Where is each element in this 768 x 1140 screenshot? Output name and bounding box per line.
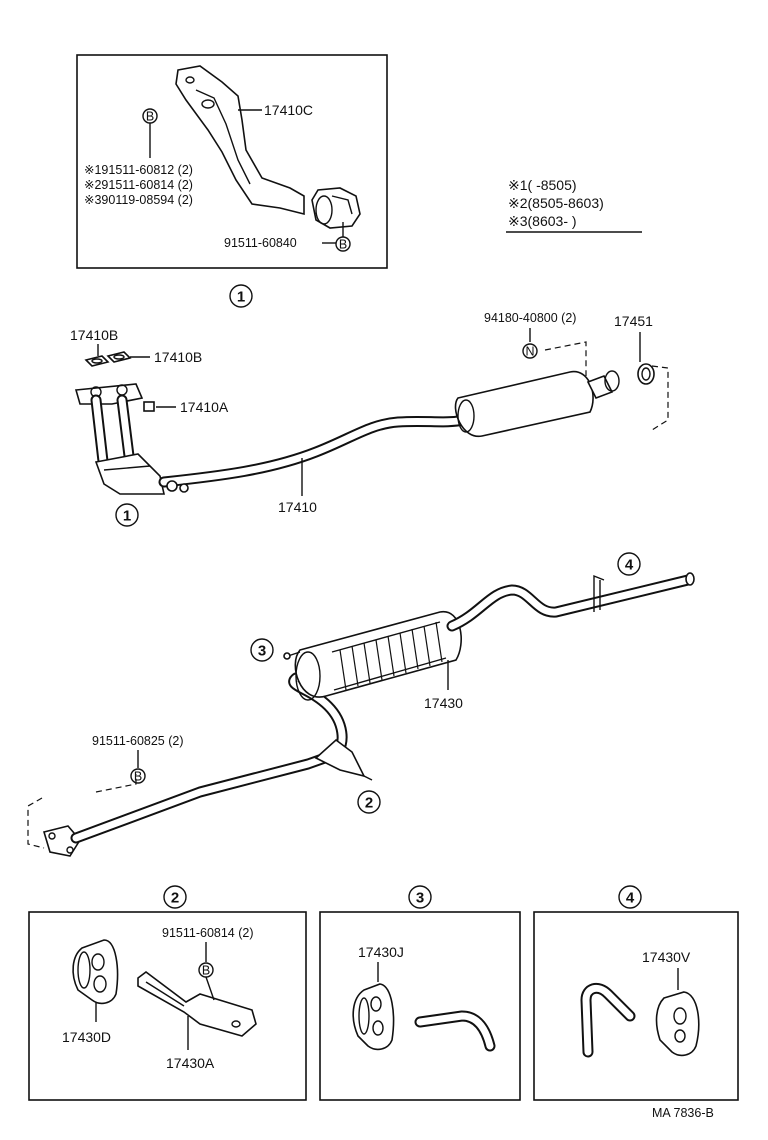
insulator-17430v-drawing bbox=[580, 982, 700, 1058]
callout-n-letter: N bbox=[525, 345, 534, 359]
detail-1-box bbox=[76, 54, 388, 269]
bolt-label-2: ※291511-60814 (2) bbox=[84, 178, 193, 192]
bolt-label-1: ※191511-60812 (2) bbox=[84, 163, 193, 177]
callout-2-main bbox=[357, 790, 381, 814]
legend: ※1( -8505) ※2(8505-8603) ※3(8603- ) bbox=[506, 177, 642, 233]
label-91511-60825: 91511-60825 (2) bbox=[92, 734, 184, 748]
callout-4-detail-number: 4 bbox=[626, 890, 635, 907]
footer-code: MA 7836-B bbox=[652, 1106, 714, 1120]
tail-pipe-drawing bbox=[27, 572, 695, 857]
label-17430: 17430 bbox=[424, 695, 463, 711]
callout-n-circle bbox=[522, 343, 538, 359]
callout-4-main-number: 4 bbox=[625, 557, 634, 574]
bracket-17430a-drawing bbox=[137, 971, 257, 1037]
callout-b-letter-lower: B bbox=[339, 238, 347, 252]
label-17430j: 17430J bbox=[358, 944, 404, 960]
label-17410b-upper: 17410B bbox=[70, 327, 118, 343]
bracket-17410c-drawing bbox=[175, 65, 361, 229]
gasket-17410b-drawing bbox=[84, 351, 132, 367]
bolt-lower-label: 91511-60840 bbox=[224, 236, 297, 250]
label-91511-60814: 91511-60814 (2) bbox=[162, 926, 254, 940]
label-17410a: 17410A bbox=[180, 399, 229, 415]
legend-line-1: ※1( -8505) bbox=[508, 177, 577, 193]
callout-1-bottom bbox=[115, 503, 139, 527]
label-17430v: 17430V bbox=[642, 949, 691, 965]
label-17410: 17410 bbox=[278, 499, 317, 515]
callout-3-detail bbox=[408, 885, 432, 909]
legend-line-2: ※2(8505-8603) bbox=[508, 195, 604, 211]
callout-2-detail bbox=[163, 885, 187, 909]
detail-2-box bbox=[28, 911, 307, 1101]
callout-4-main bbox=[617, 552, 641, 576]
leader-b-d2-down bbox=[205, 976, 215, 1001]
legend-line-3: ※3(8603- ) bbox=[508, 213, 577, 229]
label-17430d: 17430D bbox=[62, 1029, 111, 1045]
callout-1-bottom-number: 1 bbox=[123, 508, 131, 525]
callout-3-main bbox=[250, 638, 274, 662]
label-17410c: 17410C bbox=[264, 102, 313, 118]
callout-b-letter-d2: B bbox=[202, 964, 210, 978]
detail-3-box bbox=[319, 911, 521, 1101]
insulator-17430d-drawing bbox=[72, 939, 119, 1005]
label-94180: 94180-40800 (2) bbox=[484, 311, 576, 325]
callout-b-letter: B bbox=[146, 110, 154, 124]
insulator-17430j-drawing bbox=[352, 983, 496, 1052]
callout-b-letter-tail: B bbox=[134, 770, 142, 784]
callout-3-main-number: 3 bbox=[258, 643, 266, 660]
label-17410b-right: 17410B bbox=[154, 349, 202, 365]
detail-4-box bbox=[533, 911, 739, 1101]
label-17451: 17451 bbox=[614, 313, 653, 329]
callout-4-detail bbox=[618, 885, 642, 909]
front-pipe-drawing bbox=[74, 341, 669, 495]
callout-2-main-number: 2 bbox=[365, 795, 373, 812]
callout-2-detail-number: 2 bbox=[171, 890, 179, 907]
callout-3-detail-number: 3 bbox=[416, 890, 424, 907]
nut-17410a-drawing bbox=[143, 401, 155, 412]
label-17430a: 17430A bbox=[166, 1055, 215, 1071]
callout-1-top-number: 1 bbox=[237, 289, 245, 306]
bolt-label-3: ※390119-08594 (2) bbox=[84, 193, 193, 207]
callout-b-circle-tail bbox=[130, 768, 146, 784]
callout-1-top bbox=[229, 284, 253, 308]
